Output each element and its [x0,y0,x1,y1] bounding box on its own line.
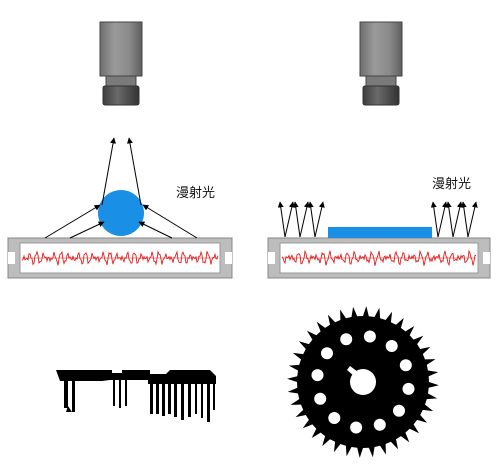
gear-hole [340,333,353,346]
gear-hole [321,347,333,360]
gear-hole [314,392,327,405]
gear-hole [402,382,415,395]
right-light-rays [277,201,478,238]
left-backlight-unit [7,237,233,279]
gear-hole [350,421,363,434]
gear-hole [385,340,398,352]
right-panel: 漫射光 [267,21,491,458]
left-camera-icon [99,21,143,106]
right-camera-icon [359,21,403,106]
left-diffuse-light-label: 漫射光 [176,185,215,201]
gear-hole [373,418,386,431]
left-ball-object [98,190,144,236]
left-light-rays [44,137,198,239]
right-backlight-unit [267,237,491,279]
right-diffuse-light-label: 漫射光 [432,176,471,192]
left-panel: 漫射光 [7,21,233,422]
gear-hole [363,330,376,343]
gear-hole [328,412,341,424]
gear-hole [393,404,405,417]
gear-hole [311,369,324,382]
right-gear-silhouette [287,306,439,458]
gear-hole [399,359,412,372]
left-comb-silhouette [56,370,216,422]
right-film-object [328,227,432,238]
